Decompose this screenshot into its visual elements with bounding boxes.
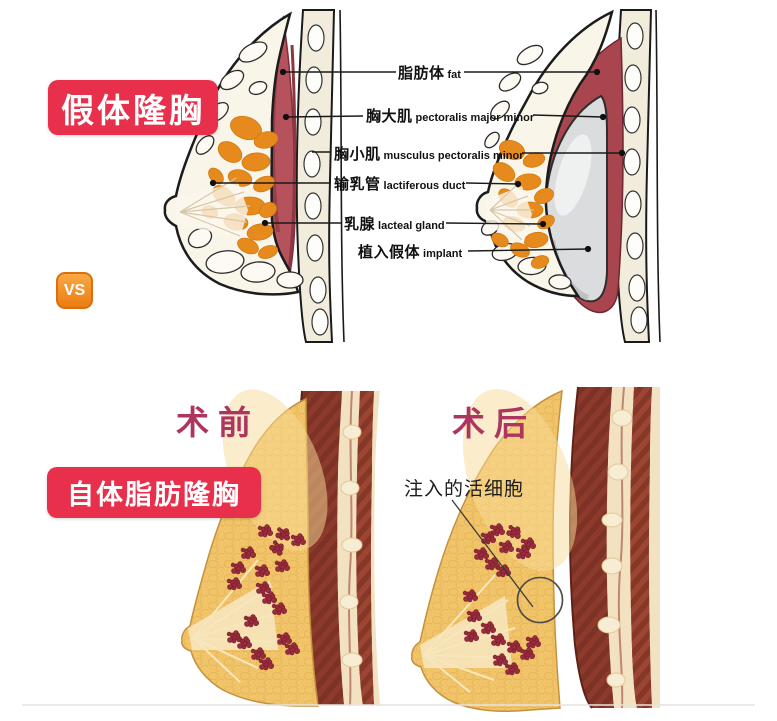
annotation-leader-line [451,499,534,608]
injected-cells-circle [516,576,564,624]
fascia-nodes [597,409,633,688]
implant-method-label: 假体隆胸 [61,91,205,129]
before-surgery-diagram [181,389,380,707]
implant-breast-diagram [475,9,661,343]
fat-pods [187,41,304,289]
vs-badge: VS [56,272,93,309]
implant-method-badge: 假体隆胸 [48,80,218,135]
leader-lines [213,71,622,252]
label-fat: 脂肪体 fat [398,65,461,82]
milk-ducts [179,177,251,237]
fascia-nodes [339,424,363,668]
leader-dots [209,68,626,253]
label-lactiferous-duct: 输乳管 lactiferous duct [334,176,466,193]
before-surgery-label: 术前 [176,406,260,442]
natural-breast-diagram [163,9,345,343]
vs-label: VS [63,281,86,299]
label-pectoralis-minor: 胸小肌 musculus pectoralis minor [334,146,524,163]
fat-method-badge: 自体脂肪隆胸 [47,467,261,518]
injected-cells-label: 注入的活细胞 [404,479,525,500]
milk-ducts [192,559,281,683]
milk-ducts [423,574,516,693]
fat-method-label: 自体脂肪隆胸 [67,480,241,510]
after-surgery-label: 术后 [452,407,536,443]
label-implant: 植入假体 implant [358,244,463,261]
after-surgery-diagram [411,386,660,713]
label-mammary-gland: 乳腺 lacteal gland [344,216,445,233]
label-pectoralis-major: 胸大肌 pectoralis major minor [366,108,535,125]
